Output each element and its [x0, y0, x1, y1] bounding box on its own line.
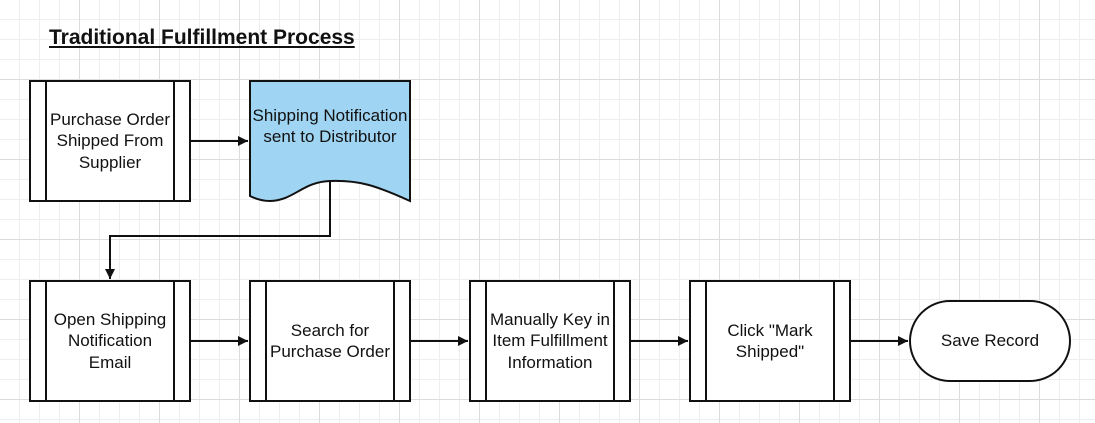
arrow-notification-to-email: [105, 182, 331, 279]
node-shipping-notification[interactable]: [249, 80, 411, 203]
label-purchase-order-shipped: Purchase Order Shipped From Supplier: [50, 109, 170, 172]
label-shipping-notification: Shipping Notification sent to Distributo…: [252, 105, 408, 147]
node-search-po[interactable]: [249, 280, 411, 402]
label-search-po: Search for Purchase Order: [270, 320, 390, 362]
label-save-record: Save Record: [940, 331, 1040, 351]
label-open-email: Open Shipping Notification Email: [53, 309, 167, 372]
node-mark-shipped[interactable]: [689, 280, 851, 402]
node-open-email[interactable]: [29, 280, 191, 402]
node-manual-key[interactable]: [469, 280, 631, 402]
diagram-title: Traditional Fulfillment Process: [49, 26, 355, 49]
label-mark-shipped: Click "Mark Shipped": [727, 320, 813, 362]
label-manual-key: Manually Key in Item Fulfillment Informa…: [489, 309, 610, 372]
node-save-record[interactable]: [909, 300, 1071, 382]
